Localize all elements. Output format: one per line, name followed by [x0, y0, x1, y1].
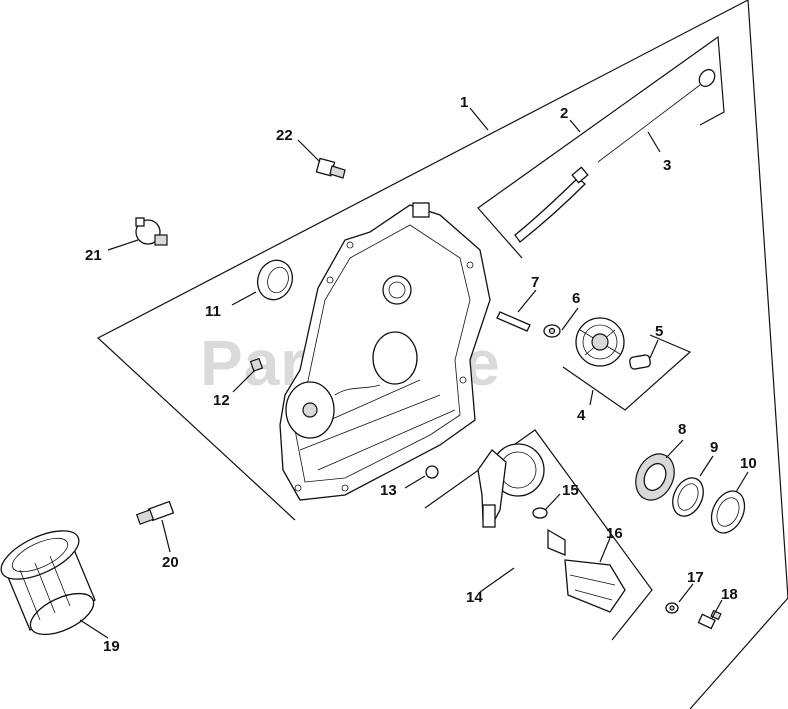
group-frame-governor-gear	[562, 334, 692, 411]
bolt-18[interactable]	[697, 609, 722, 630]
callout-5: 5	[655, 323, 663, 340]
callout-3: 3	[663, 157, 671, 174]
callout-12: 12	[213, 392, 230, 409]
callout-4: 4	[577, 407, 586, 424]
leader-lines	[79, 107, 749, 639]
bolt-22[interactable]	[315, 157, 346, 179]
dipstick-tube[interactable]	[514, 166, 589, 243]
o-ring-15[interactable]	[532, 507, 548, 519]
callout-2: 2	[560, 105, 568, 122]
o-ring-13[interactable]	[425, 465, 439, 479]
closure-plate[interactable]	[279, 202, 491, 501]
group-frame-closure-plate	[96, 0, 788, 709]
callout-15: 15	[562, 482, 579, 499]
callout-13: 13	[380, 482, 397, 499]
oil-pressure-switch-21[interactable]	[135, 217, 168, 246]
callout-22: 22	[276, 127, 293, 144]
callout-11: 11	[205, 303, 221, 320]
shaft-7[interactable]	[496, 311, 531, 332]
fitting-20[interactable]	[135, 500, 175, 525]
callout-1: 1	[460, 94, 468, 111]
washer-10[interactable]	[705, 486, 751, 539]
callout-6: 6	[572, 290, 580, 307]
callout-18: 18	[721, 586, 738, 603]
callout-8: 8	[678, 421, 686, 438]
governor-gear-assembly[interactable]	[575, 317, 625, 367]
callout-9: 9	[710, 439, 718, 456]
dipstick[interactable]	[597, 67, 718, 163]
pin-5[interactable]	[629, 354, 651, 370]
callout-labels: 1 2 3 4 5 6 7 8 9 10 11 12 13 14 15 16 1…	[85, 94, 757, 655]
oil-filter-19[interactable]	[0, 521, 100, 643]
washer-9[interactable]	[667, 473, 709, 521]
washer-6[interactable]	[543, 324, 561, 338]
plug-12[interactable]	[249, 357, 264, 372]
oil-pickup-16[interactable]	[547, 528, 626, 613]
callout-14: 14	[466, 589, 483, 606]
oil-seal-11[interactable]	[252, 255, 298, 304]
callout-21: 21	[85, 247, 102, 264]
callout-16: 16	[606, 525, 623, 542]
nut-17[interactable]	[665, 602, 679, 614]
callout-17: 17	[687, 569, 704, 586]
group-frame-dipstick	[477, 35, 725, 259]
oil-seal-8[interactable]	[629, 448, 682, 507]
callout-10: 10	[740, 455, 757, 472]
callout-7: 7	[531, 274, 539, 291]
oil-pump-assembly[interactable]	[477, 443, 545, 528]
callout-20: 20	[162, 554, 179, 571]
callout-19: 19	[103, 638, 120, 655]
